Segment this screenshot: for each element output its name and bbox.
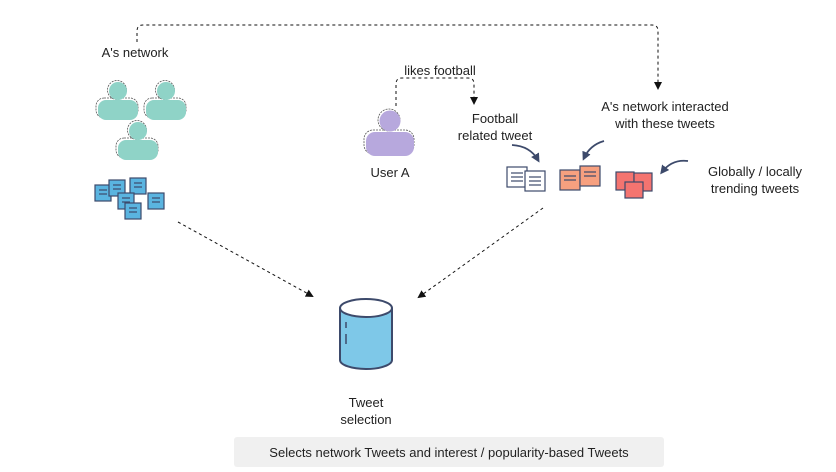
network-to-interacted-connector <box>136 24 662 90</box>
network-interacted-label-line2: with these tweets <box>615 116 715 131</box>
football-tweet-arrow <box>511 144 540 163</box>
network-user-icon-1 <box>95 80 139 120</box>
user-a-label: User A <box>370 165 410 180</box>
football-tweet-label-line1: Football <box>471 111 519 126</box>
network-tweets-to-db-arrow <box>177 221 314 297</box>
tweet-icon <box>506 166 528 188</box>
tweet-icon <box>129 177 147 195</box>
football-tweet-label: Football related tweet <box>440 110 550 144</box>
interest-tweets-to-db-arrow <box>417 207 544 299</box>
caption-box: Selects network Tweets and interest / po… <box>234 437 664 467</box>
interacted-tweets <box>559 165 601 191</box>
tweet-icon <box>559 169 581 191</box>
trending-label: Globally / locally trending tweets <box>695 163 815 197</box>
trending-tweet-arrow <box>660 159 689 175</box>
a-network-label: A's network <box>101 45 169 60</box>
caption-text: Selects network Tweets and interest / po… <box>269 444 629 460</box>
tweet-icon <box>524 170 546 192</box>
network-interacted-label-line1: A's network interacted <box>601 99 729 114</box>
trending-label-line1: Globally / locally <box>708 164 802 179</box>
network-tweets-cluster <box>94 177 165 220</box>
tweet-icon <box>124 202 142 220</box>
likes-football-label: likes football <box>404 63 476 78</box>
interacted-tweet-arrow <box>582 140 605 161</box>
user-a-icon <box>363 108 415 156</box>
database-icon <box>339 298 393 370</box>
tweet-selection-label: Tweet selection <box>326 394 406 428</box>
tweet-selection-label-line1: Tweet <box>348 395 384 410</box>
network-interacted-label: A's network interacted with these tweets <box>590 98 740 132</box>
trending-tweets <box>615 171 653 199</box>
network-user-icon-2 <box>143 80 187 120</box>
tweet-icon <box>624 181 644 199</box>
trending-label-line2: trending tweets <box>710 181 800 196</box>
tweet-selection-label-line2: selection <box>340 412 392 427</box>
football-tweet-label-line2: related tweet <box>457 128 533 143</box>
tweet-icon <box>108 179 126 197</box>
tweet-icon <box>147 192 165 210</box>
likes-football-connector <box>395 77 478 106</box>
network-user-icon-3 <box>115 120 159 160</box>
football-tweets <box>506 166 546 192</box>
tweet-icon <box>579 165 601 187</box>
